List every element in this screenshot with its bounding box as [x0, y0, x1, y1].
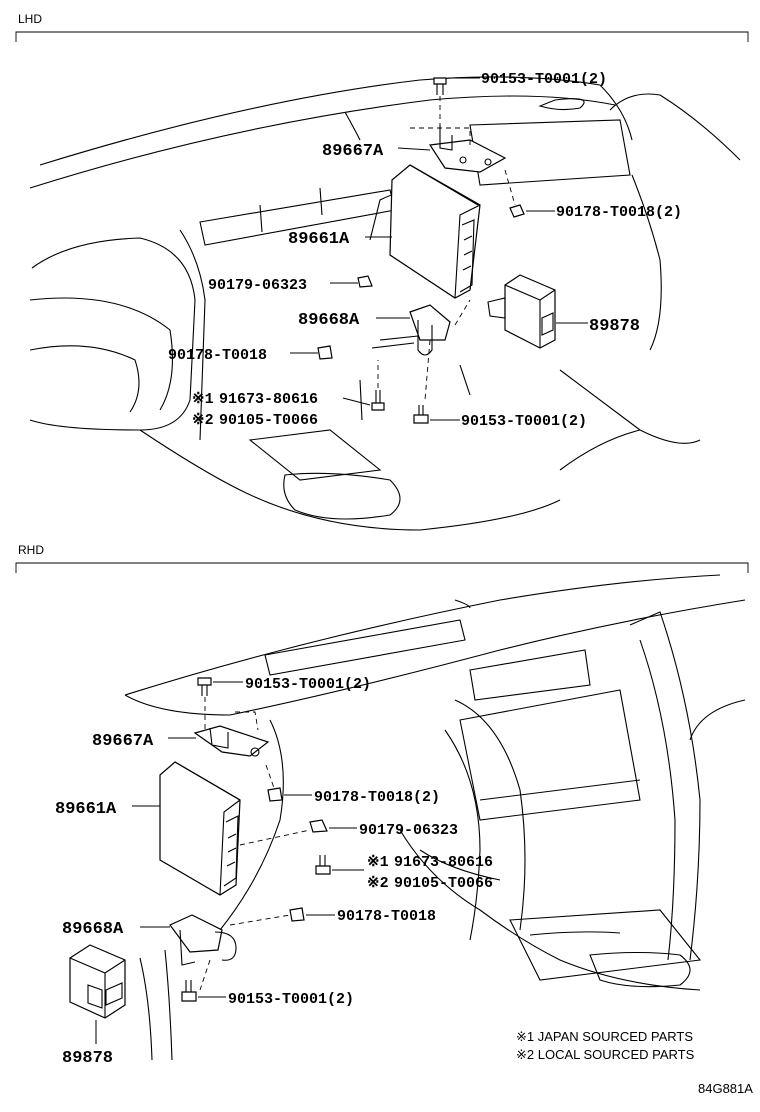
rhd-label-bracket-lower: 89668A — [62, 920, 124, 939]
lhd-label-nut-upper: 90178-T0018(2) — [556, 204, 682, 221]
rhd-bracket-lower — [169, 914, 291, 991]
rhd-nut-lower — [289, 907, 305, 922]
rhd-bolt-top — [197, 677, 212, 730]
lhd-bolt-marked — [371, 360, 385, 411]
lhd-label-bracket-lower: 89668A — [298, 311, 360, 330]
drawing-code: 84G881A — [698, 1081, 753, 1096]
rhd-ecu-unit — [159, 761, 241, 896]
rhd-sensor-unit — [69, 944, 126, 1019]
lhd-sensor-unit — [487, 274, 556, 349]
lhd-bracket-lower — [371, 299, 471, 401]
lhd-bracket-upper — [410, 125, 507, 173]
rhd-label-sensor: 89878 — [62, 1049, 113, 1068]
lhd-label-bolt-top: 90153-T0001(2) — [481, 71, 607, 88]
lhd-label-ecu: 89661A — [288, 230, 350, 249]
note-japan-sourced: ※1 JAPAN SOURCED PARTS — [516, 1029, 693, 1044]
lhd-section-label: LHD — [18, 12, 42, 26]
lhd-mark-japan: ※1 — [192, 391, 214, 408]
lhd-label-sensor: 89878 — [589, 317, 640, 336]
rhd-dashboard-drawing — [124, 574, 746, 1061]
rhd-bracket-upper — [193, 711, 270, 757]
lhd-bolt-top — [433, 77, 447, 125]
lhd-label-bracket-upper: 89667A — [322, 142, 384, 161]
lhd-clip — [357, 275, 373, 288]
lhd-nut-upper — [504, 169, 525, 218]
lhd-mark-local: ※2 — [192, 412, 214, 429]
lhd-label-bolt-local: 90105-T0066 — [219, 412, 318, 429]
rhd-frame-bracket — [15, 562, 749, 573]
rhd-mark-local: ※2 — [367, 875, 389, 892]
rhd-mark-japan: ※1 — [367, 854, 389, 871]
lhd-bolt-bottom — [413, 405, 429, 424]
lhd-dashboard-drawing — [29, 76, 741, 531]
lhd-label-nut-lower: 90178-T0018 — [168, 347, 267, 364]
note-local-sourced: ※2 LOCAL SOURCED PARTS — [516, 1047, 695, 1062]
rhd-nut-upper — [265, 764, 283, 802]
rhd-label-nut-lower: 90178-T0018 — [337, 908, 436, 925]
rhd-section-label: RHD — [18, 543, 44, 557]
lhd-label-clip: 90179-06323 — [208, 277, 307, 294]
rhd-label-ecu: 89661A — [55, 800, 117, 819]
rhd-clip — [239, 819, 328, 846]
rhd-label-nut-upper: 90178-T0018(2) — [314, 789, 440, 806]
rhd-label-bracket-upper: 89667A — [92, 732, 154, 751]
lhd-label-bolt-bottom: 90153-T0001(2) — [461, 413, 587, 430]
rhd-label-bolt-japan: 91673-80616 — [394, 854, 493, 871]
rhd-section: RHD — [15, 543, 749, 1068]
rhd-label-bolt-bottom: 90153-T0001(2) — [228, 991, 354, 1008]
rhd-label-bolt-local: 90105-T0066 — [394, 875, 493, 892]
rhd-bolt-marked — [315, 855, 331, 875]
lhd-ecu-unit — [389, 164, 481, 299]
lhd-label-bolt-japan: 91673-80616 — [219, 391, 318, 408]
lhd-section: LHD — [15, 12, 749, 531]
rhd-label-bolt-top: 90153-T0001(2) — [245, 676, 371, 693]
lhd-frame-bracket — [15, 31, 749, 42]
rhd-label-clip: 90179-06323 — [359, 822, 458, 839]
lhd-nut-lower — [317, 345, 333, 360]
rhd-bolt-bottom — [181, 980, 197, 1002]
